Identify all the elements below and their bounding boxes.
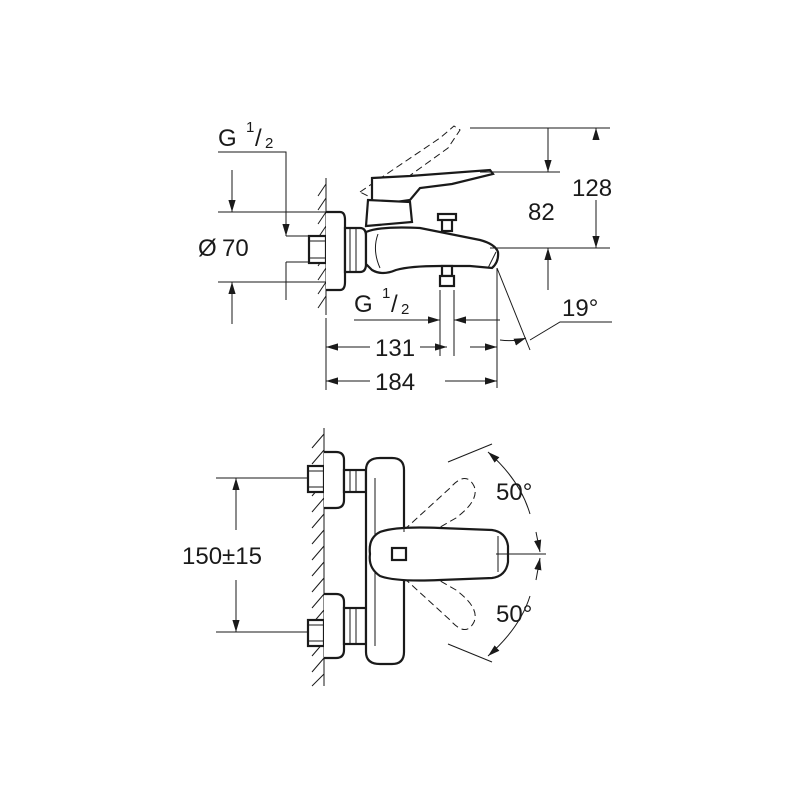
height-128-label: 128 xyxy=(572,175,612,202)
spout-angle-label: 19° xyxy=(562,295,598,322)
thread-label-bottom: G xyxy=(354,291,373,318)
diameter-symbol: Ø xyxy=(198,235,217,262)
diverter-knob-side xyxy=(436,212,458,233)
side-view: G 1 / 2 Ø 70 82 128 xyxy=(198,119,612,396)
depth-dims xyxy=(325,318,497,390)
thread-label-bottom-num: 1 xyxy=(382,285,390,302)
front-view: 50° 50° 150±15 xyxy=(182,428,546,687)
thread-label-bottom-den: 2 xyxy=(401,301,409,318)
diameter-dim xyxy=(218,170,326,324)
height-dims xyxy=(470,127,610,290)
connector-nut-side xyxy=(307,234,328,265)
height-82-label: 82 xyxy=(528,199,555,226)
spacing-dim xyxy=(216,477,308,633)
spout-angle-dim xyxy=(496,267,612,388)
depth-131-label: 131 xyxy=(375,335,415,362)
spout-side xyxy=(364,226,500,275)
thread-label-top: G xyxy=(218,125,237,152)
thread-label-top-num: 1 xyxy=(246,119,254,136)
thread-label-top-slash: / xyxy=(255,125,262,152)
diameter-value: 70 xyxy=(222,235,249,262)
lever-front xyxy=(368,526,510,582)
lever-up-angle-label: 50° xyxy=(496,479,532,506)
thread-dim-top xyxy=(218,151,309,300)
escutcheon-side xyxy=(326,210,347,292)
thread-label-bottom-slash: / xyxy=(391,291,398,318)
lever-up-dashed xyxy=(403,478,476,541)
lever-angle-dims xyxy=(447,443,546,663)
upper-connection xyxy=(306,450,368,510)
depth-184-label: 184 xyxy=(375,369,415,396)
thread-label-top-den: 2 xyxy=(265,135,273,152)
lever-closed-side xyxy=(364,168,495,228)
lever-down-angle-label: 50° xyxy=(496,601,532,628)
lower-connection xyxy=(306,592,368,660)
spacing-label: 150±15 xyxy=(182,543,262,570)
bath-outlet-side xyxy=(438,264,456,288)
lever-down-dashed xyxy=(403,567,476,630)
lever-indicator xyxy=(390,546,408,562)
